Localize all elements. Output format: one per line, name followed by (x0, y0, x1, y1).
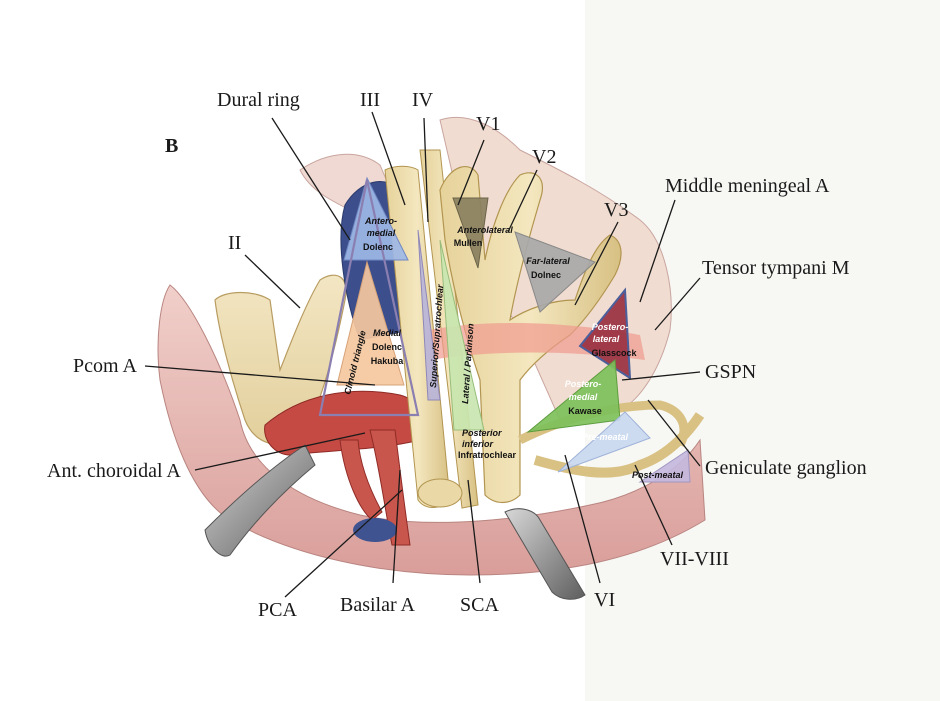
panel-letter: B (165, 135, 178, 157)
svg-text:Glasscock: Glasscock (591, 348, 637, 358)
label-vii-viii: VII-VIII (660, 548, 729, 570)
label-far-lateral: Far-lateral Dolnec (526, 256, 570, 280)
svg-text:Anterolateral: Anterolateral (456, 225, 513, 235)
svg-text:Dolenc: Dolenc (363, 242, 393, 252)
triangle-lateral (439, 239, 485, 431)
triangle-posterolateral (578, 287, 632, 380)
svg-text:lateral: lateral (593, 334, 620, 344)
svg-text:Medial: Medial (373, 328, 402, 338)
triangle-posteromedial (526, 359, 621, 433)
svg-text:Posterior: Posterior (462, 428, 502, 438)
basilar-artery (369, 429, 411, 546)
label-ii: II (228, 232, 241, 254)
label-iii: III (360, 89, 380, 111)
label-posterior-inferior: Posterior inferior Infratrochlear (458, 428, 517, 460)
triangle-far-lateral (514, 231, 596, 313)
triangle-clinoid (318, 179, 420, 417)
svg-text:inferior: inferior (462, 439, 494, 449)
svg-text:Kawase: Kawase (568, 406, 602, 416)
nerve-bulb (417, 478, 463, 508)
label-pcom: Pcom A (73, 355, 137, 377)
triangle-anterolateral (452, 197, 489, 269)
pca-vessel (353, 518, 397, 542)
label-iv: IV (412, 89, 434, 111)
svg-text:Dolnec: Dolnec (531, 270, 561, 280)
label-sca: SCA (460, 594, 499, 616)
svg-text:medial: medial (367, 228, 396, 238)
label-v3: V3 (604, 199, 628, 221)
svg-text:Postero-: Postero- (592, 322, 629, 332)
label-middle-meningeal: Middle meningeal A (665, 175, 830, 197)
label-anteromedial: Antero- medial Dolenc (363, 216, 397, 252)
label-postmeatal: Post-meatal (632, 470, 684, 480)
triangle-premeatal (557, 411, 651, 473)
leader-lines (144, 111, 701, 598)
svg-text:Mullen: Mullen (454, 238, 483, 248)
posterior-vessels (339, 439, 383, 521)
svg-text:Far-lateral: Far-lateral (526, 256, 570, 266)
retractor-left (204, 444, 316, 557)
svg-text:Hakuba: Hakuba (371, 356, 405, 366)
label-posteromedial: Postero- medial Kawase (565, 379, 602, 416)
label-v1: V1 (476, 113, 500, 135)
label-vi: VI (594, 589, 615, 611)
label-anterolateral: Anterolateral Mullen (454, 225, 514, 248)
svg-text:Postero-: Postero- (565, 379, 602, 389)
triangle-postmeatal (638, 449, 691, 483)
retractor-right (504, 508, 586, 600)
label-medial: Medial Dolenc Hakuba (371, 328, 405, 366)
label-basilar: Basilar A (340, 594, 416, 616)
svg-text:Dolenc: Dolenc (372, 342, 402, 352)
label-dural-ring: Dural ring (217, 89, 300, 111)
label-posterolateral: Postero- lateral Glasscock (591, 322, 637, 358)
svg-text:Antero-: Antero- (364, 216, 397, 226)
label-v2: V2 (532, 146, 556, 168)
label-geniculate: Geniculate ganglion (705, 457, 867, 479)
svg-text:medial: medial (569, 392, 598, 402)
svg-text:Infratrochlear: Infratrochlear (458, 450, 517, 460)
label-ant-choroidal: Ant. choroidal A (47, 460, 181, 482)
label-pca: PCA (258, 599, 297, 621)
label-premeatal: Pre-meatal (582, 432, 629, 442)
label-gspn: GSPN (705, 361, 756, 383)
label-tensor-tympani: Tensor tympani M (702, 257, 850, 279)
dura-tissue (157, 284, 706, 576)
triangle-superior (417, 229, 441, 401)
